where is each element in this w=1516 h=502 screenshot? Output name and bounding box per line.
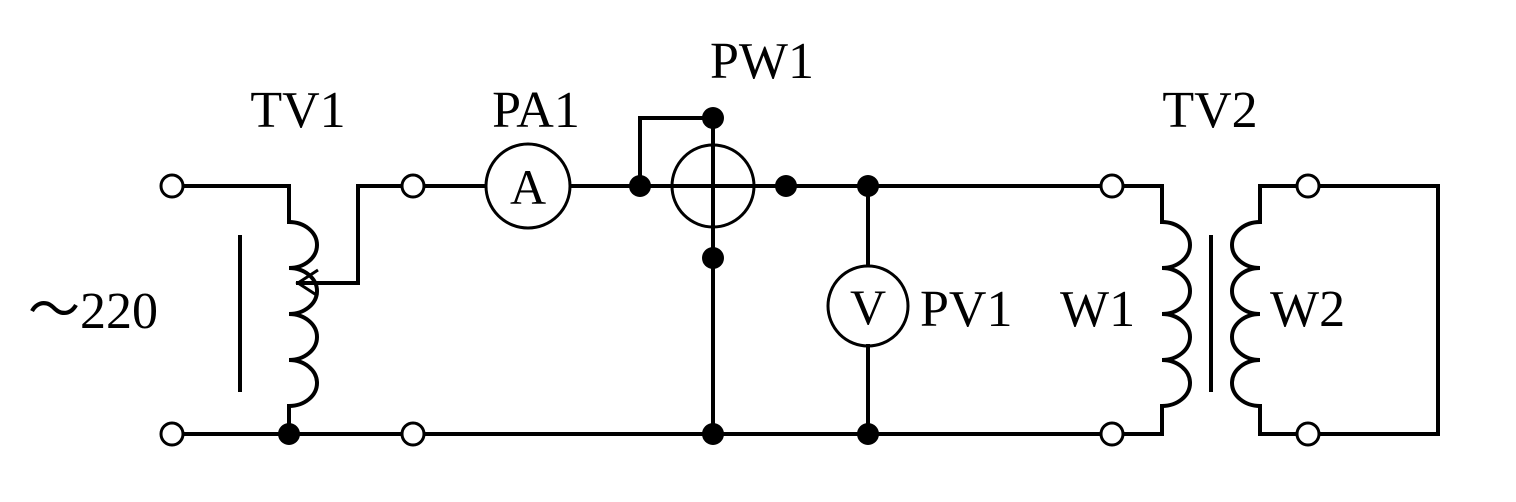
junction-node (702, 247, 724, 269)
voltmeter-symbol: V (850, 279, 886, 335)
tv1-autotransformer (170, 184, 360, 436)
junction-node (278, 423, 300, 445)
terminal (1099, 421, 1125, 447)
terminal (159, 421, 185, 447)
terminal (400, 173, 426, 199)
labels: TV1 PA1 PW1 TV2 PV1 W1 W2 ～220 (28, 33, 1345, 340)
terminal (159, 173, 185, 199)
terminal (1099, 173, 1125, 199)
junction-node (857, 423, 879, 445)
label-tv1: TV1 (250, 82, 345, 139)
ammeter-symbol: A (510, 159, 546, 215)
tv2-transformer (1110, 184, 1440, 436)
voltmeter-pv1: V (826, 184, 910, 436)
label-tv2: TV2 (1162, 82, 1257, 139)
junction-node (702, 423, 724, 445)
junction-nodes (278, 107, 879, 445)
ammeter-pa1: A (484, 142, 572, 230)
junction-node (857, 175, 879, 197)
wattmeter-pw1 (638, 116, 756, 436)
junction-node (629, 175, 651, 197)
terminals (159, 173, 1321, 447)
terminal (400, 421, 426, 447)
label-w2: W2 (1270, 281, 1345, 338)
label-pa1: PA1 (492, 82, 580, 139)
label-source-voltage: ～220 (28, 283, 158, 340)
label-pv1: PV1 (920, 281, 1012, 338)
junction-node (702, 107, 724, 129)
label-pw1: PW1 (710, 33, 814, 90)
label-w1: W1 (1060, 281, 1135, 338)
terminal (1295, 421, 1321, 447)
terminal (1295, 173, 1321, 199)
junction-node (775, 175, 797, 197)
